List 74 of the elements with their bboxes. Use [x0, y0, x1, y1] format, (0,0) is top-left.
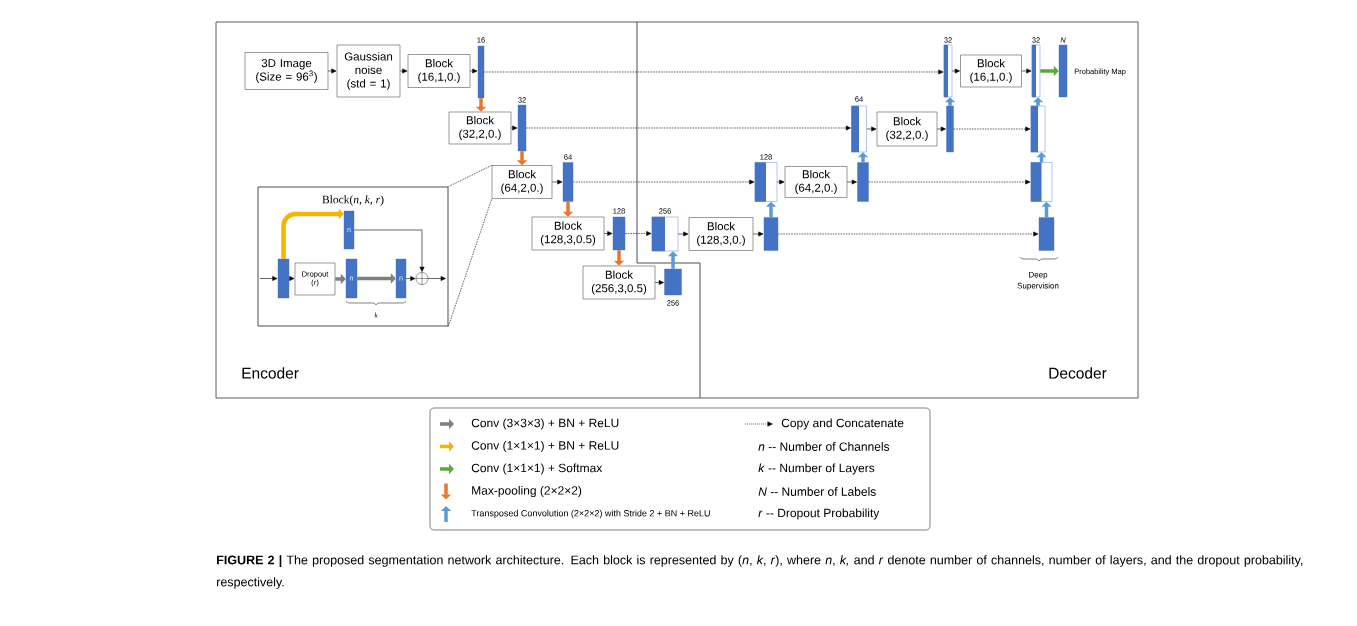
- process-box: Block (256,3,0.5): [582, 265, 656, 300]
- concat-bar: [1030, 105, 1046, 153]
- concat-bar: [651, 216, 679, 252]
- process-box: Block (128,3,0.5): [531, 216, 605, 251]
- arrow: [654, 280, 664, 285]
- arrow: [953, 126, 1031, 132]
- legend-text: Conv (1×1×1) + BN + ReLU: [471, 440, 619, 453]
- arrow: [510, 125, 518, 131]
- feature-bar: [664, 268, 682, 296]
- feature-bar: [857, 162, 869, 202]
- arrow: [777, 231, 1039, 237]
- legend-text: r -- Dropout Probability: [758, 508, 880, 520]
- process-box: Block (16,1,0.): [960, 54, 1022, 88]
- concat-bar: [851, 105, 867, 153]
- block-arrow: [281, 208, 344, 259]
- legend-text: Conv (1×1×1) + Softmax: [471, 463, 603, 475]
- arrow: [288, 276, 295, 281]
- feature-bar: [1058, 44, 1068, 98]
- process-box: Block (32,2,0.): [876, 111, 938, 147]
- arrow: [776, 179, 785, 185]
- arrow: [405, 276, 416, 281]
- arrow: [603, 231, 613, 236]
- process-box: Block (32,2,0.): [448, 111, 512, 145]
- arrow: [866, 126, 877, 132]
- process-box: Gaussian noise (std = 1): [336, 44, 401, 98]
- feature-bar: [277, 258, 290, 299]
- arrow: [427, 276, 446, 281]
- concat-bar: [754, 162, 778, 202]
- arrow: [259, 276, 278, 281]
- arrow: [483, 69, 944, 75]
- concat-bar: [1031, 44, 1041, 98]
- feature-bar: [763, 217, 779, 251]
- legend-text: n -- Number of Channels: [758, 442, 890, 451]
- sum-symbol: [415, 272, 429, 285]
- arrow: [353, 229, 425, 272]
- process-box: Block (128,3,0.): [688, 217, 754, 251]
- feature-bar: [1038, 217, 1055, 251]
- section-label: Decoder: [1049, 367, 1107, 379]
- arrow: [624, 231, 652, 236]
- legend-text: N -- Number of Labels: [758, 487, 876, 496]
- arrow: [936, 126, 946, 132]
- arrow: [951, 68, 960, 74]
- legend-text: Copy and Concatenate: [781, 418, 904, 430]
- process-box: Block (16,1,0.): [407, 54, 471, 88]
- arrow: [677, 231, 689, 237]
- legend-text: k -- Number of Layers: [758, 463, 875, 475]
- caption: FIGURE 2 | The proposed segmentation network architecture. Each block is represented by (n, k, r), where n, k, and r denote number of channels, number of layers, and the dropout probability, respectively.: [217, 555, 1303, 589]
- group-label: Deep Supervision: [1017, 271, 1059, 291]
- feature-bar: [477, 45, 485, 99]
- legend-text: Conv (3×3×3) + BN + ReLU: [471, 418, 619, 430]
- concat-bar: [943, 44, 953, 98]
- arrow: [551, 179, 563, 185]
- arrow: [572, 179, 755, 185]
- feature-bar: [612, 216, 626, 251]
- arrow: [846, 179, 857, 185]
- process-box: Block (64,2,0.): [784, 166, 848, 198]
- arrow: [525, 125, 851, 131]
- leader-line: [448, 165, 493, 187]
- arrow: [868, 179, 1031, 185]
- arrow: [1021, 68, 1032, 74]
- process-box: 3D Image (Size = 96$^{3}$): [244, 52, 329, 90]
- concat-bar: [1030, 162, 1053, 202]
- arrow: [752, 231, 764, 237]
- feature-bar: [946, 105, 954, 153]
- arrow: [399, 68, 408, 74]
- process-box: Block (64,2,0.): [491, 165, 553, 199]
- leader-line: [448, 198, 493, 327]
- arrow: [327, 68, 337, 74]
- feature-bar: [517, 104, 527, 152]
- legend-text: Max-pooling (2×2×2): [472, 485, 582, 498]
- feature-bar: [562, 162, 574, 202]
- legend-text: Transposed Convolution (2×2×2) with Stride 2 + BN + ReLU: [471, 509, 710, 519]
- arrow: [469, 68, 478, 74]
- section-label: Encoder: [242, 367, 299, 379]
